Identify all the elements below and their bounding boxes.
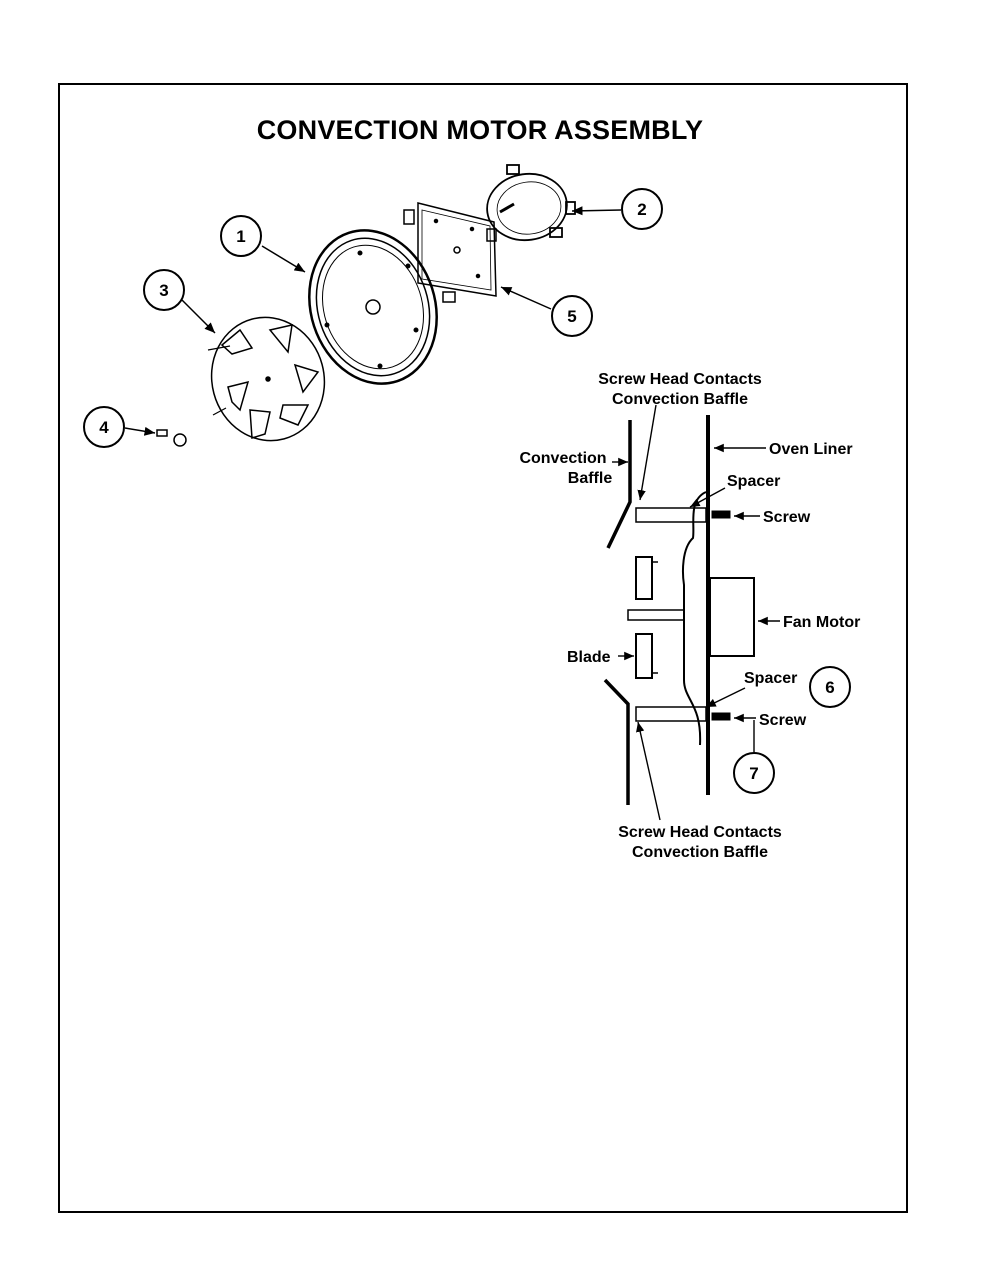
mounting-plate-part <box>403 202 497 303</box>
svg-text:6: 6 <box>825 678 834 697</box>
callout-5: 5 <box>551 295 593 337</box>
callout-leaders <box>124 206 622 436</box>
label-spacer-bottom: Spacer <box>744 670 797 687</box>
label-screw-top: Screw <box>763 509 811 526</box>
callout-6: 6 <box>809 666 851 708</box>
callout-1: 1 <box>220 215 262 257</box>
callout-7: 7 <box>733 752 775 794</box>
label-convection-baffle-1: Convection <box>519 450 606 467</box>
label-screw-head-bottom-2: Convection Baffle <box>632 844 768 861</box>
nut-part <box>156 429 187 447</box>
label-oven-liner: Oven Liner <box>769 441 853 458</box>
callout-2: 2 <box>621 188 663 230</box>
diagram-title: CONVECTION MOTOR ASSEMBLY <box>256 115 704 145</box>
label-spacer-top: Spacer <box>727 473 780 490</box>
svg-text:4: 4 <box>99 418 109 437</box>
page-frame <box>58 83 908 1213</box>
fan-blade-part <box>207 316 326 442</box>
svg-text:3: 3 <box>159 281 168 300</box>
svg-text:2: 2 <box>637 200 646 219</box>
section-leaders <box>612 404 780 821</box>
label-convection-baffle-2: Baffle <box>568 470 613 487</box>
callout-4: 4 <box>83 406 125 448</box>
motor-part <box>486 164 576 242</box>
baffle-ring-part <box>308 229 438 385</box>
svg-text:7: 7 <box>749 764 758 783</box>
label-screw-head-top-2: Convection Baffle <box>612 391 748 408</box>
label-screw-head-top-1: Screw Head Contacts <box>598 371 762 388</box>
label-blade: Blade <box>567 649 611 666</box>
svg-text:1: 1 <box>236 227 245 246</box>
label-screw-bottom: Screw <box>759 712 807 729</box>
cross-section <box>603 415 755 805</box>
label-fan-motor: Fan Motor <box>783 614 860 631</box>
label-screw-head-bottom-1: Screw Head Contacts <box>618 824 782 841</box>
callout-3: 3 <box>143 269 185 311</box>
svg-text:5: 5 <box>567 307 576 326</box>
